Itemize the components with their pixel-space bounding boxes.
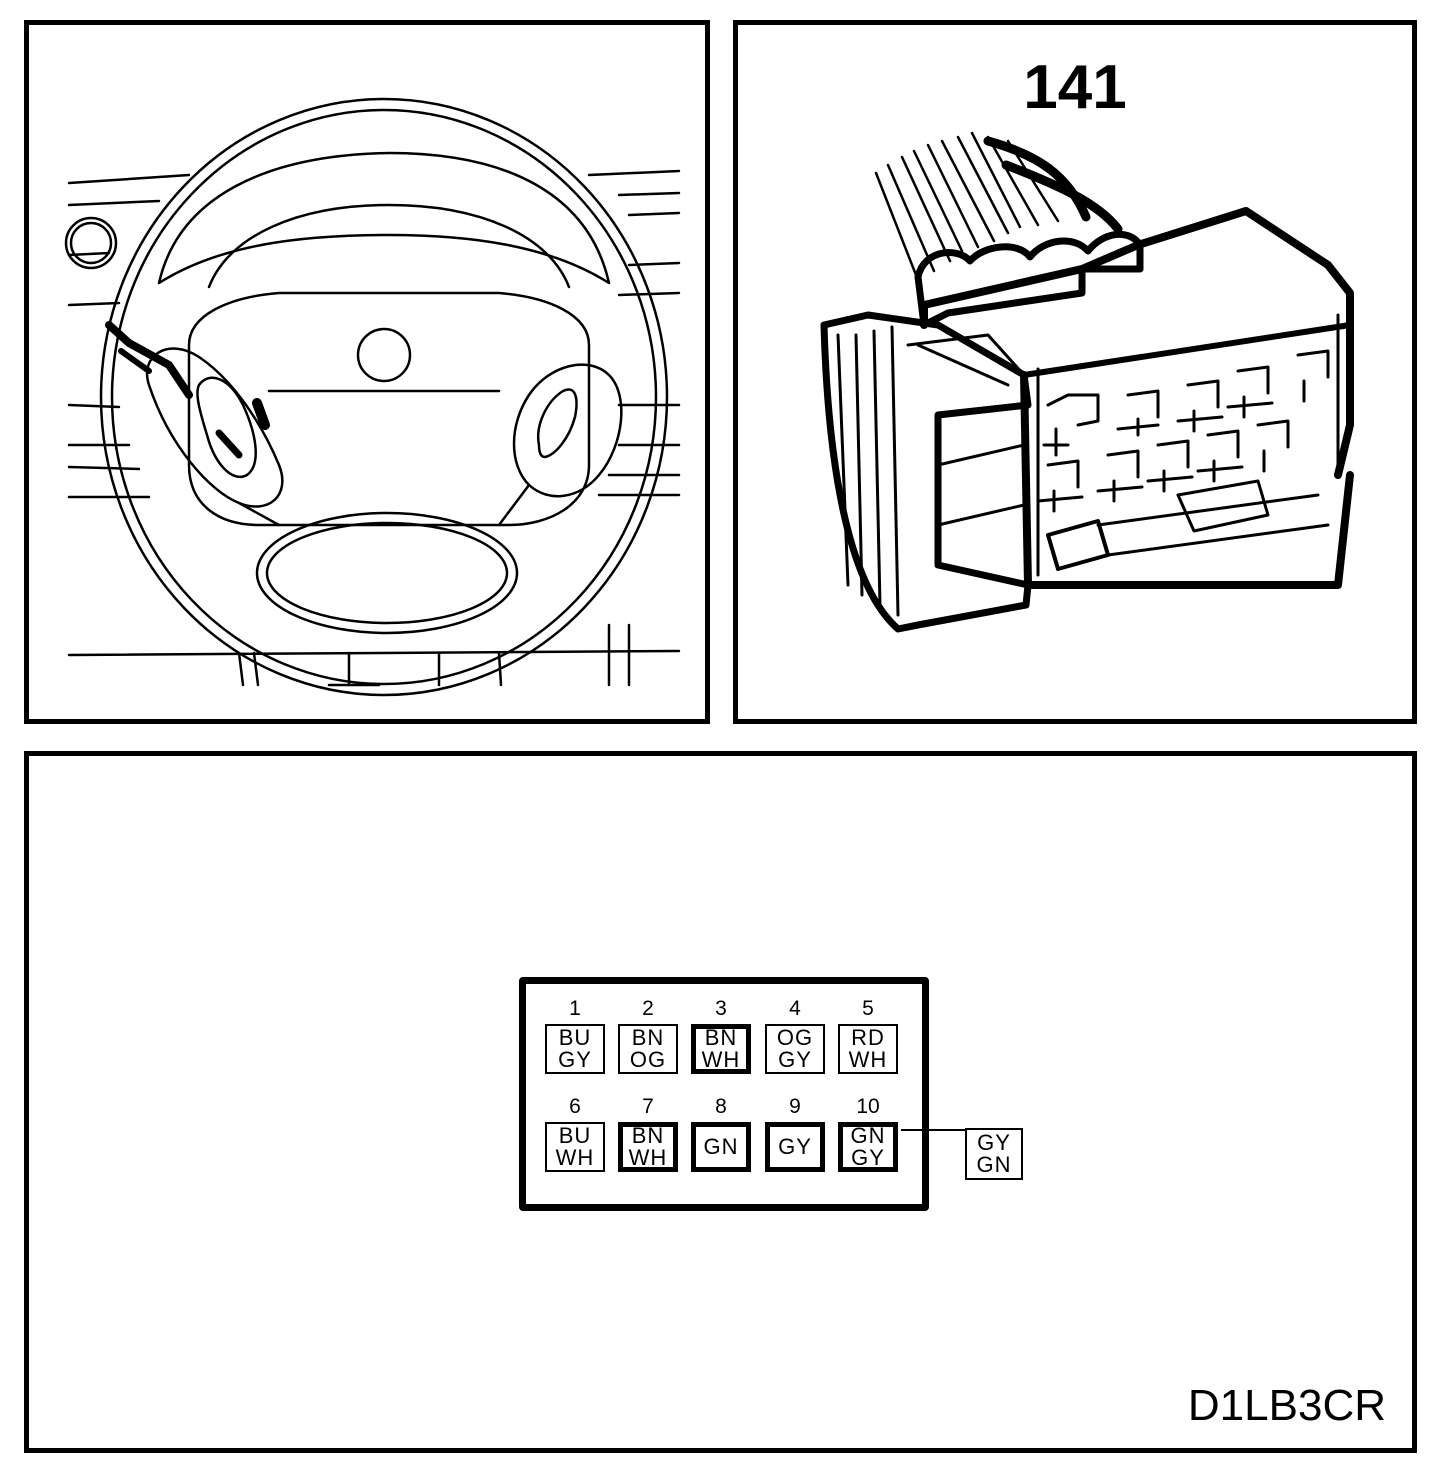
wire-color: BU [558,1123,592,1148]
wire-color: WH [628,1145,668,1170]
wire-color: WH [848,1047,888,1072]
wire-color: GN [976,1152,1012,1177]
wire-color: BN [704,1025,738,1050]
pinout-panel: 1 BU GY 2 BN OG 3 BN WH 4 OG GY 5 RD WH [24,751,1417,1453]
pin-wire-colors: BN WH [691,1024,751,1074]
connector-number: 141 [1023,53,1127,122]
pin-wire-colors: OG GY [765,1024,825,1074]
steering-wheel-illustration [64,97,681,697]
connector-view-panel: 141 [733,20,1417,724]
pin-number: 1 [569,997,581,1020]
pin-wire-colors: GN GY [838,1122,898,1172]
external-wire-colors: GY GN [965,1128,1023,1180]
pin-3: 3 BN WH [691,997,751,1074]
pin-wire-colors: BN OG [618,1024,678,1074]
pin-number: 5 [862,997,874,1020]
pin-wire-colors: BU WH [545,1122,605,1172]
pin-number: 3 [715,997,727,1020]
wire-color: BU [558,1025,592,1050]
pin-8: 8 GN [691,1095,751,1172]
pin-number: 9 [789,1095,801,1118]
pin-4: 4 OG GY [765,997,825,1074]
steering-wheel-panel [24,20,710,724]
wire-color: OG [629,1047,667,1072]
wire-color: OG [776,1025,814,1050]
pin-number: 10 [856,1095,880,1118]
pin-number: 6 [569,1095,581,1118]
wire-color: GY [778,1047,812,1072]
pin-wire-colors: GN [691,1122,751,1172]
pin-9: 9 GY [765,1095,825,1172]
pin-number: 8 [715,1095,727,1118]
wire-color: GN [703,1134,739,1159]
pin-7: 7 BN WH [618,1095,678,1172]
pin-number: 4 [789,997,801,1020]
wire-color: BN [631,1025,665,1050]
wire-color: WH [701,1047,741,1072]
wire-color: GN [850,1123,886,1148]
wire-color: GY [778,1134,812,1159]
document-code: D1LB3CR [1187,1381,1386,1430]
pin-10: 10 GN GY [838,1095,898,1172]
pin-wire-colors: BN WH [618,1122,678,1172]
pin-wire-colors: GY [765,1122,825,1172]
pin-wire-colors: BU GY [545,1024,605,1074]
pin-1: 1 BU GY [545,997,605,1074]
wire-color: WH [555,1145,595,1170]
wire-color: GY [977,1130,1011,1155]
pin-2: 2 BN OG [618,997,678,1074]
pin-wire-colors: RD WH [838,1024,898,1074]
pin-number: 2 [642,997,654,1020]
pin-number: 7 [642,1095,654,1118]
wire-color: GY [851,1145,885,1170]
connector-illustration [820,131,1354,633]
connector-face [519,977,929,1211]
wire-color: BN [631,1123,665,1148]
external-wire-line [901,1129,965,1131]
pin-5: 5 RD WH [838,997,898,1074]
wire-color: GY [558,1047,592,1072]
pin-6: 6 BU WH [545,1095,605,1172]
wire-color: RD [851,1025,885,1050]
